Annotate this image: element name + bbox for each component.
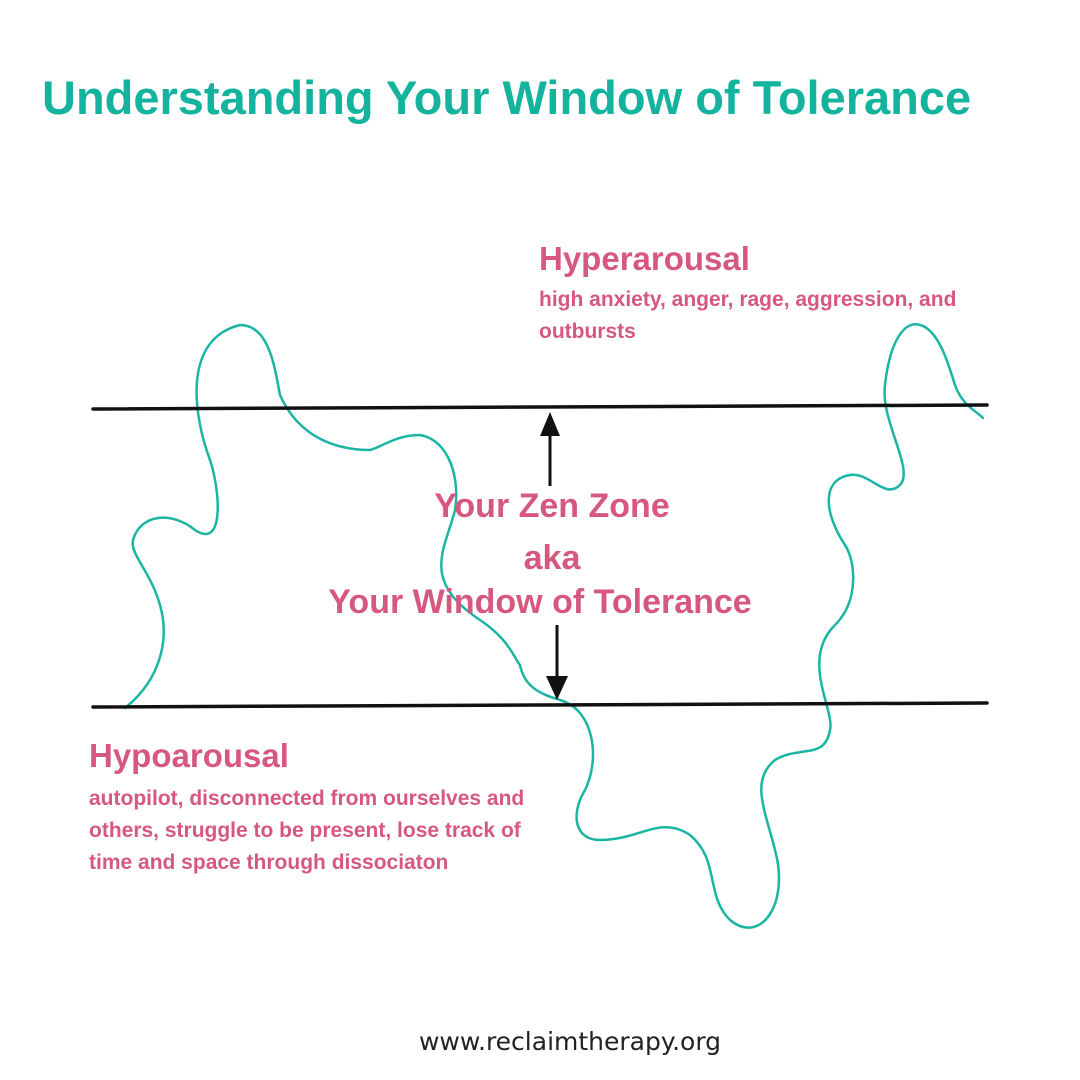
aka-label: aka <box>523 539 581 577</box>
arrow-up-icon <box>540 412 560 486</box>
hypoarousal-heading: Hypoarousal <box>89 737 289 774</box>
page-title: Understanding Your Window of Tolerance <box>42 71 972 124</box>
website-url: www.reclaimtherapy.org <box>418 1027 722 1056</box>
hyperarousal-description: high anxiety, anger, rage, aggression, a… <box>539 288 957 343</box>
lower-boundary-line <box>91 701 989 709</box>
hypoarousal-description: autopilot, disconnected from ourselves a… <box>89 787 525 874</box>
arousal-wave <box>123 323 985 929</box>
window-of-tolerance-label: Your Window of Tolerance <box>328 583 752 621</box>
hyperarousal-heading: Hyperarousal <box>539 240 750 277</box>
zen-zone-label: Your Zen Zone <box>434 487 670 525</box>
upper-boundary-line <box>91 403 989 411</box>
arrow-down-icon <box>546 625 568 700</box>
